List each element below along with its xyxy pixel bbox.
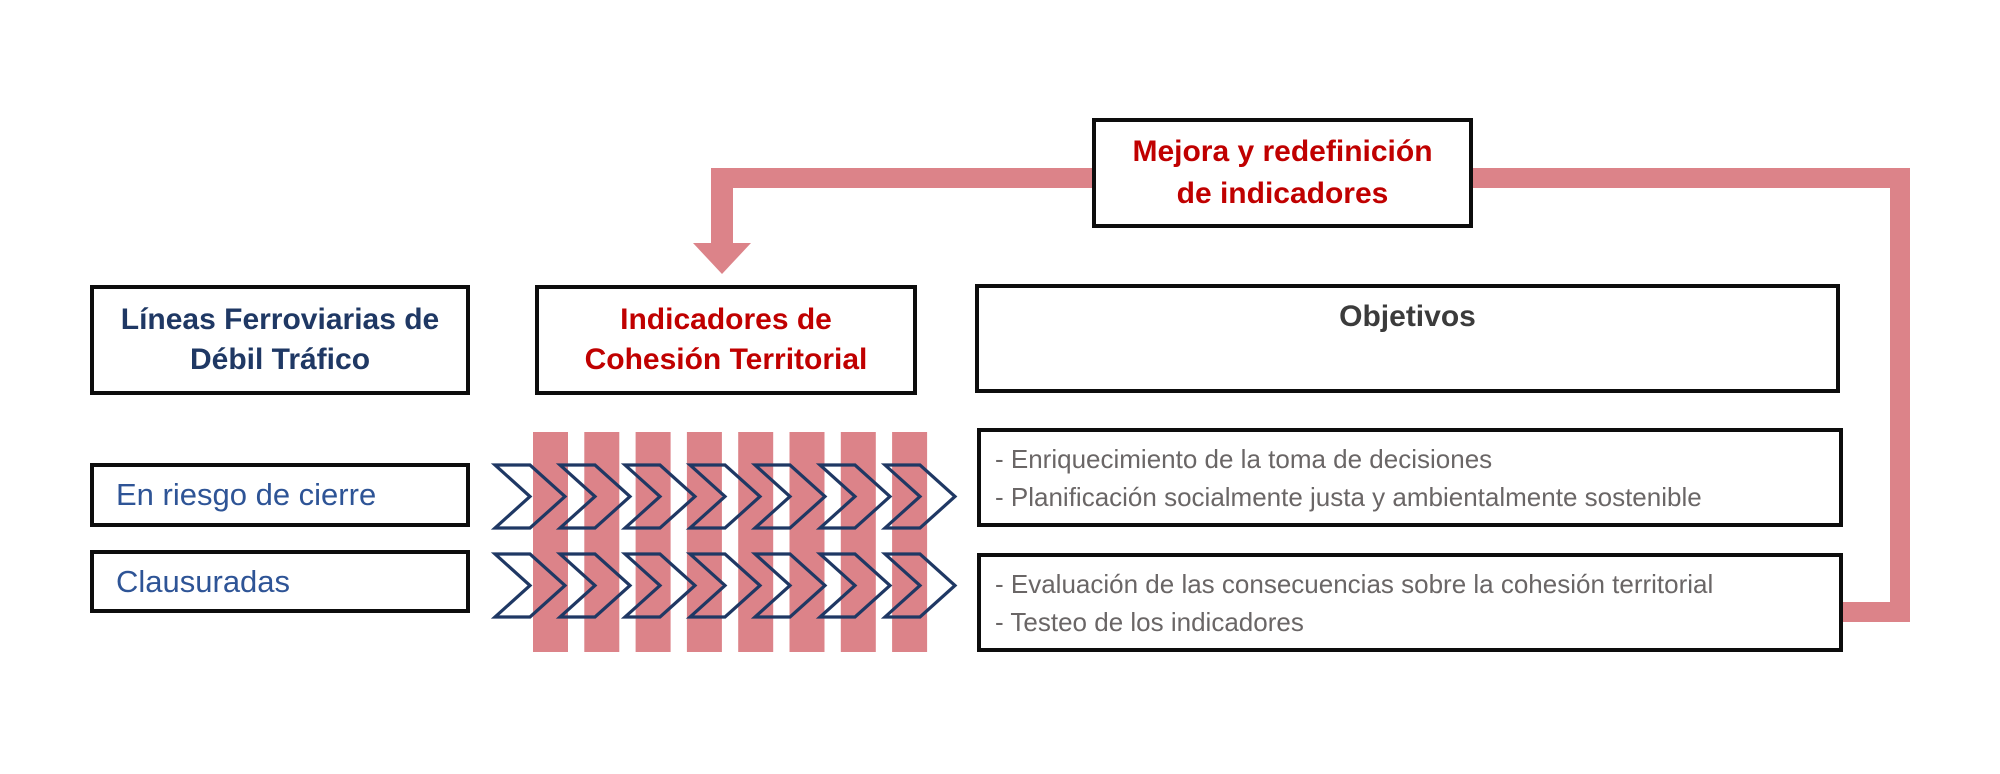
objective-line: - Testeo de los indicadores: [995, 606, 1304, 637]
chevron-band: [480, 432, 960, 652]
chevron-arrow-icon: [555, 552, 633, 619]
header-objetivos: Objetivos: [975, 284, 1840, 393]
chevron-band-svg: [490, 432, 958, 652]
chevron-arrow-icon: [880, 552, 958, 619]
chevron-arrow-icon: [750, 552, 828, 619]
feedback-down-arrowhead-icon: [693, 243, 751, 274]
objective-line: - Evaluación de las consecuencias sobre …: [995, 568, 1714, 599]
chevron-arrow-icon: [490, 463, 568, 530]
header-indicadores-line2: Cohesión Territorial: [584, 343, 868, 376]
header-objetivos-label: Objetivos: [1339, 300, 1476, 333]
header-indicadores: Indicadores de Cohesión Territorial: [535, 285, 917, 395]
row-label-clausuradas-text: Clausuradas: [116, 563, 291, 599]
chevron-arrow-icon: [620, 552, 698, 619]
feedback-arm-left-horizontal: [711, 168, 1096, 188]
header-lineas-line1: Líneas Ferroviarias de: [120, 303, 440, 336]
feedback-arm-left-vertical: [711, 168, 733, 244]
chevron-arrow-icon: [620, 463, 698, 530]
chevron-arrow-icon: [750, 463, 828, 530]
feedback-box-line1: Mejora y redefinición: [1132, 135, 1433, 168]
row-label-clausuradas: Clausuradas: [90, 550, 470, 613]
objective-line: - Enriquecimiento de la toma de decision…: [995, 443, 1493, 474]
objectives-box-2: - Evaluación de las consecuencias sobre …: [977, 553, 1843, 652]
header-lineas-line2: Débil Tráfico: [189, 343, 371, 376]
feedback-arm-right-stub: [1843, 602, 1910, 622]
feedback-box-line2: de indicadores: [1176, 177, 1389, 210]
chevron-arrow-icon: [815, 463, 893, 530]
chevron-arrow-icon: [555, 463, 633, 530]
header-indicadores-line1: Indicadores de: [620, 303, 832, 336]
objectives-box-1: - Enriquecimiento de la toma de decision…: [977, 428, 1843, 527]
chevron-arrow-icon: [685, 552, 763, 619]
row-label-en-riesgo-text: En riesgo de cierre: [116, 477, 377, 512]
feedback-arm-right-horizontal: [1469, 168, 1910, 188]
feedback-box: Mejora y redefinición de indicadores: [1092, 118, 1473, 228]
row-label-en-riesgo: En riesgo de cierre: [90, 463, 470, 527]
objective-line: - Planificación socialmente justa y ambi…: [995, 481, 1702, 512]
pink-bar: [584, 432, 620, 652]
chevron-arrow-icon: [880, 463, 958, 530]
chevron-arrow-icon: [490, 552, 568, 619]
chevron-arrow-icon: [685, 463, 763, 530]
header-lineas-ferroviarias: Líneas Ferroviarias de Débil Tráfico: [90, 285, 470, 395]
chevron-arrow-icon: [815, 552, 893, 619]
feedback-arm-right-vertical: [1890, 168, 1910, 622]
